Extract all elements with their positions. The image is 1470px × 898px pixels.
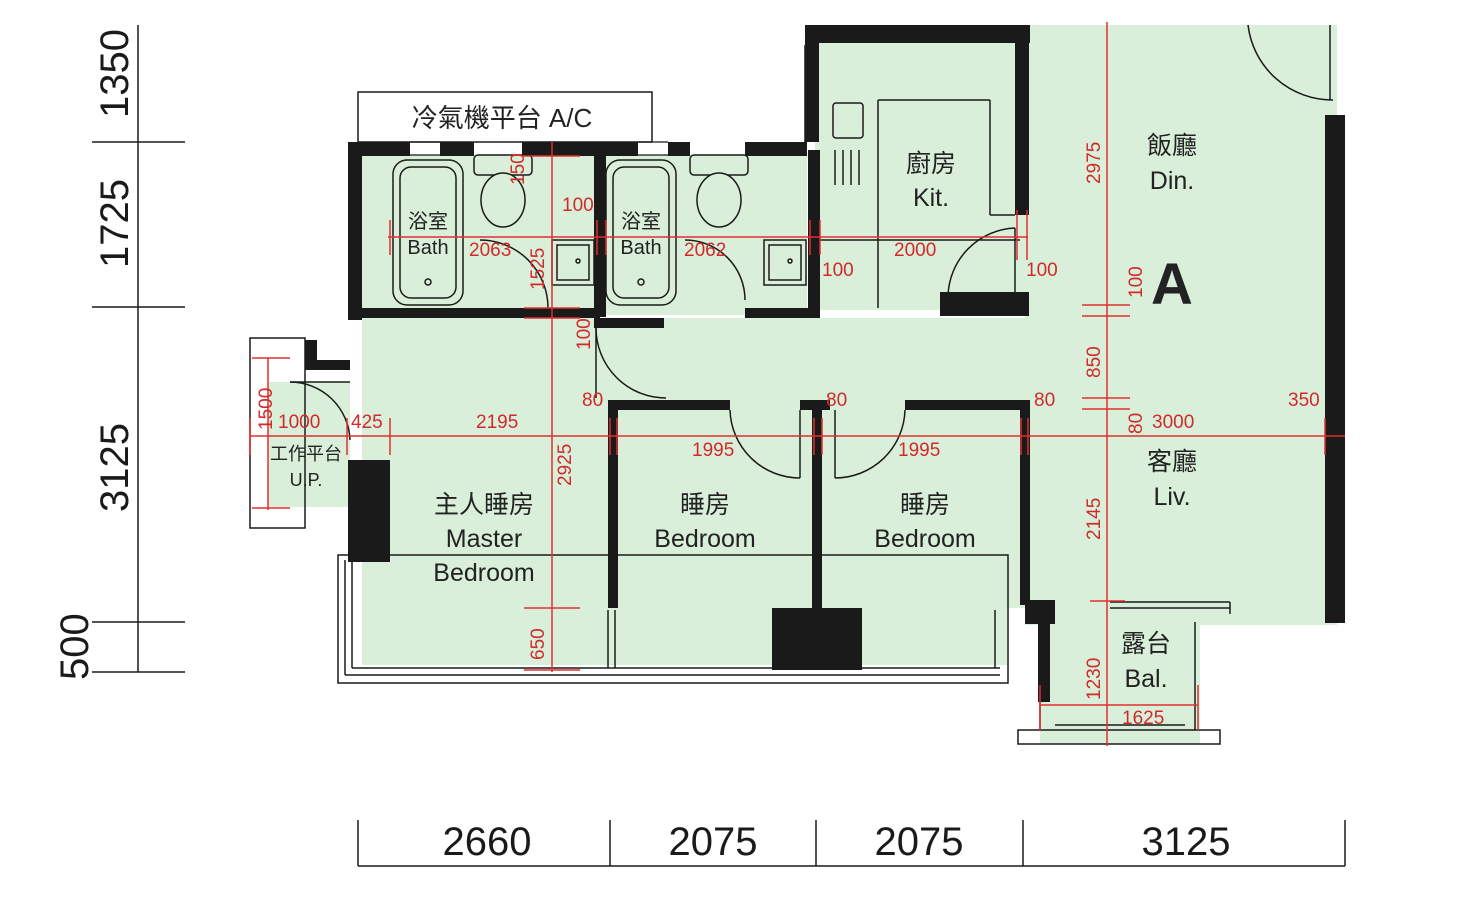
utility-en-label: U.P. — [290, 470, 323, 490]
room-labels: 冷氣機平台 A/C 浴室 Bath 浴室 Bath 廚房 Kit. 飯廳 Din… — [270, 103, 1197, 693]
dim-2925: 2925 — [555, 444, 576, 486]
dim-2062: 2062 — [684, 240, 726, 261]
sink-1 — [551, 239, 595, 286]
bedroom1-en-label: Bedroom — [654, 525, 755, 553]
unit-label: A — [1151, 252, 1193, 317]
dimension-lines — [249, 22, 1345, 746]
dim-80-c: 80 — [1034, 390, 1055, 411]
dim-80-d: 80 — [1126, 413, 1147, 434]
window-lines — [410, 45, 813, 156]
bath2-cn-label: 浴室 — [621, 210, 661, 233]
dim-1000: 1000 — [278, 412, 320, 433]
left-scale: 1350 1725 3125 500 — [53, 25, 185, 680]
master-cn-label: 主人睡房 — [434, 491, 534, 519]
left-scale-3125: 3125 — [93, 423, 137, 512]
door-swings — [289, 24, 1334, 479]
toilet-1 — [473, 154, 533, 228]
sink-2 — [763, 239, 807, 286]
dim-850: 850 — [1084, 346, 1105, 378]
kitchen-sink — [832, 102, 864, 185]
dim-100-d: 100 — [1126, 266, 1147, 298]
bottom-scale: 2660 2075 2075 3125 — [357, 820, 1346, 867]
bath1-en-label: Bath — [407, 237, 448, 259]
utility-cn-label: 工作平台 — [270, 444, 342, 464]
balcony-en-label: Bal. — [1124, 665, 1167, 693]
bedroom1-cn-label: 睡房 — [680, 491, 730, 519]
dim-1230: 1230 — [1084, 658, 1105, 700]
bottom-scale-2075-a: 2075 — [669, 820, 758, 864]
dim-1500: 1500 — [256, 388, 277, 430]
dim-3000: 3000 — [1152, 412, 1194, 433]
dim-350: 350 — [1288, 390, 1320, 411]
left-scale-1350: 1350 — [93, 29, 137, 118]
balcony-cn-label: 露台 — [1121, 630, 1171, 658]
toilet-2 — [689, 154, 749, 228]
dim-100-e: 100 — [574, 318, 595, 350]
kitchen-cn-label: 廚房 — [906, 150, 956, 178]
bathtub-2 — [605, 159, 677, 306]
dim-80-b: 80 — [826, 390, 847, 411]
dim-1525: 1525 — [528, 248, 549, 290]
dim-150: 150 — [508, 153, 529, 185]
dim-1995-b: 1995 — [898, 440, 940, 461]
dim-2195: 2195 — [476, 412, 518, 433]
dimension-labels: 150 100 2063 1525 2062 100 2000 100 2975… — [256, 142, 1320, 729]
dining-en-label: Din. — [1150, 167, 1194, 195]
left-scale-500: 500 — [53, 613, 97, 680]
bath1-cn-label: 浴室 — [408, 210, 448, 233]
ac-platform-label: 冷氣機平台 A/C — [412, 103, 593, 133]
dim-80-a: 80 — [582, 390, 603, 411]
bottom-scale-3125: 3125 — [1142, 820, 1231, 864]
kitchen-en-label: Kit. — [913, 184, 949, 212]
master-en1-label: Master — [446, 525, 522, 553]
dim-2975: 2975 — [1084, 142, 1105, 184]
dim-100-a: 100 — [562, 195, 594, 216]
dim-1995-a: 1995 — [692, 440, 734, 461]
bedroom2-cn-label: 睡房 — [900, 491, 950, 519]
dim-650: 650 — [528, 628, 549, 660]
master-en2-label: Bedroom — [433, 559, 534, 587]
dim-425: 425 — [351, 412, 383, 433]
bath2-en-label: Bath — [620, 237, 661, 259]
walls — [305, 25, 1345, 702]
living-cn-label: 客廳 — [1147, 448, 1197, 476]
bedroom2-en-label: Bedroom — [874, 525, 975, 553]
dining-cn-label: 飯廳 — [1147, 132, 1197, 160]
dim-2000: 2000 — [894, 240, 936, 261]
dim-100-b: 100 — [822, 260, 854, 281]
bottom-scale-2660: 2660 — [443, 820, 532, 864]
bathtub-1 — [392, 159, 464, 306]
living-en-label: Liv. — [1153, 483, 1190, 511]
dim-1625: 1625 — [1122, 708, 1164, 729]
dim-2145: 2145 — [1084, 498, 1105, 540]
bottom-scale-2075-b: 2075 — [875, 820, 964, 864]
dim-2063: 2063 — [469, 240, 511, 261]
dim-100-c: 100 — [1026, 260, 1058, 281]
left-scale-1725: 1725 — [93, 179, 137, 268]
